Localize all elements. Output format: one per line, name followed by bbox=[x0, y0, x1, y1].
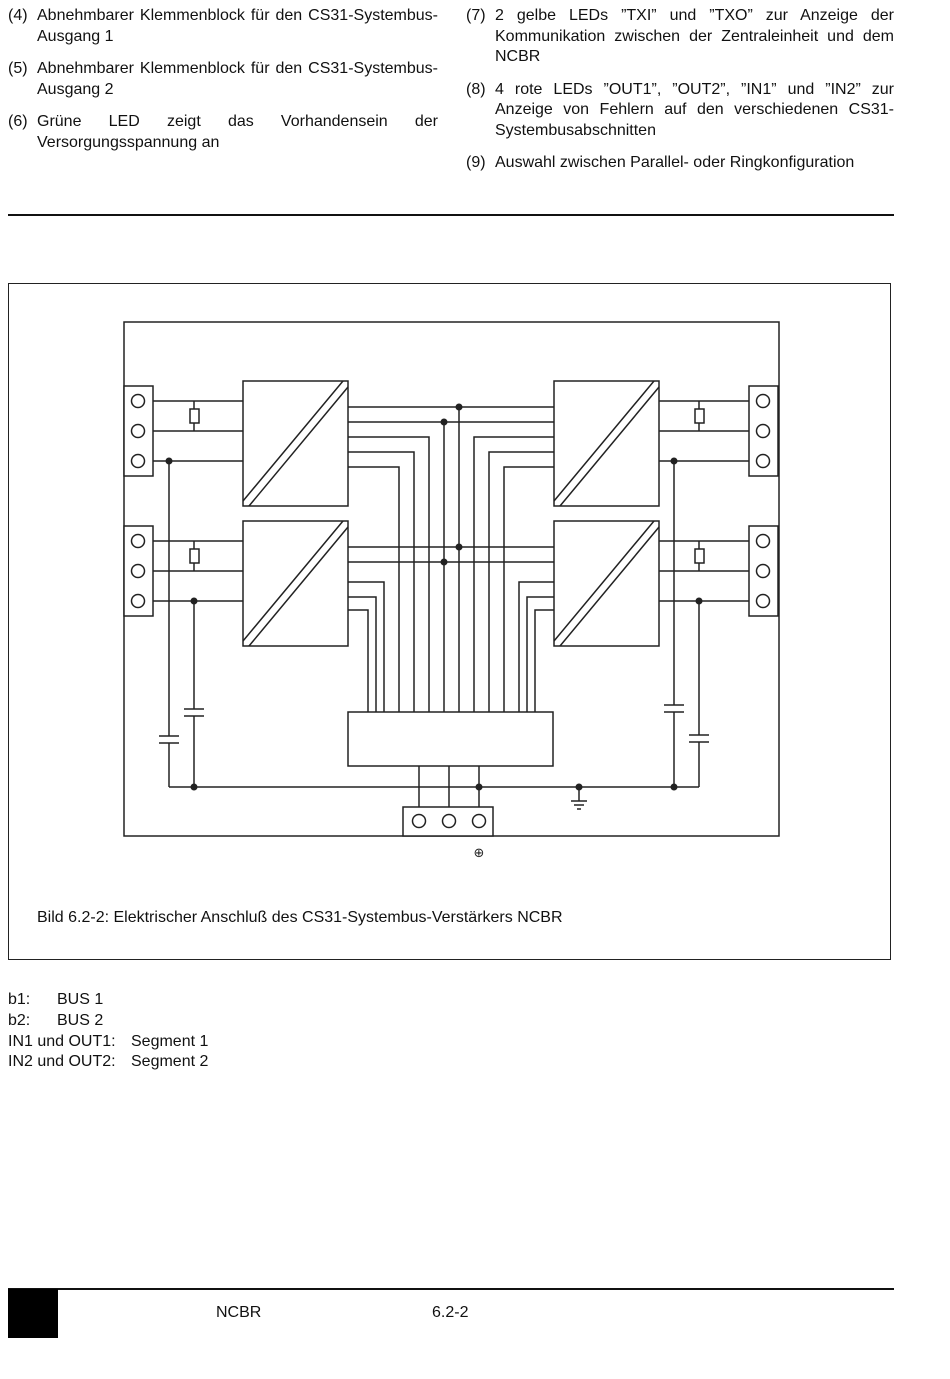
legend-value: Segment 2 bbox=[131, 1053, 209, 1071]
wiring-diagram: ⊕ bbox=[123, 321, 780, 861]
terminal-block-ground bbox=[402, 806, 494, 837]
legend-value: BUS 1 bbox=[57, 991, 104, 1008]
transceiver-bottom-left bbox=[242, 520, 349, 647]
footer-marker-block bbox=[8, 1289, 58, 1338]
list-item: (6) Grüne LED zeigt das Vorhandensein de… bbox=[8, 112, 438, 153]
transceiver-to-controller-wires bbox=[348, 436, 554, 712]
section-divider bbox=[8, 214, 894, 216]
left-input-wiring bbox=[153, 400, 243, 602]
left-item-list: (4) Abnehmbarer Klemmenblock für den CS3… bbox=[8, 6, 438, 165]
figure-caption: Bild 6.2-2: Elektrischer Anschluß des CS… bbox=[37, 909, 563, 926]
bus-lines bbox=[348, 406, 554, 712]
terminal-block-bottom-right bbox=[748, 525, 779, 617]
item-text: 4 rote LEDs ”OUT1”, ”OUT2”, ”IN1” und ”I… bbox=[495, 80, 894, 139]
legend-row: IN1 und OUT1: Segment 1 bbox=[8, 1032, 208, 1053]
terminal-block-bottom-left bbox=[123, 525, 154, 617]
right-item-list: (7) 2 gelbe LEDs ”TXI” und ”TXO” zur Anz… bbox=[466, 6, 894, 186]
legend-key: IN1 und OUT1: bbox=[8, 1032, 116, 1050]
item-text: Grüne LED zeigt das Vorhandensein der Ve… bbox=[37, 113, 438, 151]
terminal-block-top-left bbox=[123, 385, 154, 477]
housing-outline bbox=[123, 321, 780, 837]
legend-row: b2: BUS 2 bbox=[8, 1011, 208, 1032]
legend-value: BUS 2 bbox=[57, 1011, 104, 1029]
figure-frame: ⊕ Bild 6.2-2: Elektrischer Anschluß des … bbox=[8, 283, 891, 960]
item-text: Abnehmbarer Klemmenblock für den CS31-Sy… bbox=[37, 7, 438, 45]
legend-row: IN2 und OUT2: Segment 2 bbox=[8, 1052, 208, 1073]
legend-key: b1: bbox=[8, 991, 31, 1008]
footer-product: NCBR bbox=[216, 1304, 262, 1321]
list-item: (8) 4 rote LEDs ”OUT1”, ”OUT2”, ”IN1” un… bbox=[466, 80, 894, 142]
item-text: 2 gelbe LEDs ”TXI” und ”TXO” zur Anzeige… bbox=[495, 7, 894, 65]
transceiver-bottom-right bbox=[553, 520, 660, 647]
legend-value: Segment 1 bbox=[131, 1032, 209, 1050]
junction-dots bbox=[165, 403, 703, 791]
transceiver-top-right bbox=[553, 380, 660, 507]
right-input-wiring bbox=[659, 400, 749, 602]
footer-divider bbox=[8, 1288, 894, 1290]
legend-key: IN2 und OUT2: bbox=[8, 1053, 116, 1071]
list-item: (7) 2 gelbe LEDs ”TXI” und ”TXO” zur Anz… bbox=[466, 6, 894, 68]
transceiver-top-left bbox=[242, 380, 349, 507]
ground-symbol: ⊕ bbox=[474, 846, 485, 861]
list-item: (5) Abnehmbarer Klemmenblock für den CS3… bbox=[8, 59, 438, 100]
legend: b1: BUS 1 b2: BUS 2 IN1 und OUT1: Segmen… bbox=[8, 990, 208, 1073]
list-item: (9) Auswahl zwischen Parallel- oder Ring… bbox=[466, 153, 894, 174]
shield-capacitor-wiring bbox=[159, 461, 709, 810]
legend-key: b2: bbox=[8, 1011, 31, 1029]
item-text: Abnehmbarer Klemmenblock für den CS31-Sy… bbox=[37, 60, 438, 98]
item-number: (8) bbox=[466, 80, 486, 98]
item-number: (4) bbox=[8, 7, 28, 24]
item-number: (9) bbox=[466, 154, 486, 171]
item-text: Auswahl zwischen Parallel- oder Ringkonf… bbox=[495, 154, 855, 171]
item-number: (5) bbox=[8, 60, 28, 77]
list-item: (4) Abnehmbarer Klemmenblock für den CS3… bbox=[8, 6, 438, 47]
controller-block bbox=[347, 711, 554, 767]
footer-page-number: 6.2-2 bbox=[432, 1304, 469, 1321]
terminal-block-top-right bbox=[748, 385, 779, 477]
item-number: (6) bbox=[8, 113, 28, 130]
legend-row: b1: BUS 1 bbox=[8, 990, 208, 1011]
item-number: (7) bbox=[466, 7, 486, 24]
